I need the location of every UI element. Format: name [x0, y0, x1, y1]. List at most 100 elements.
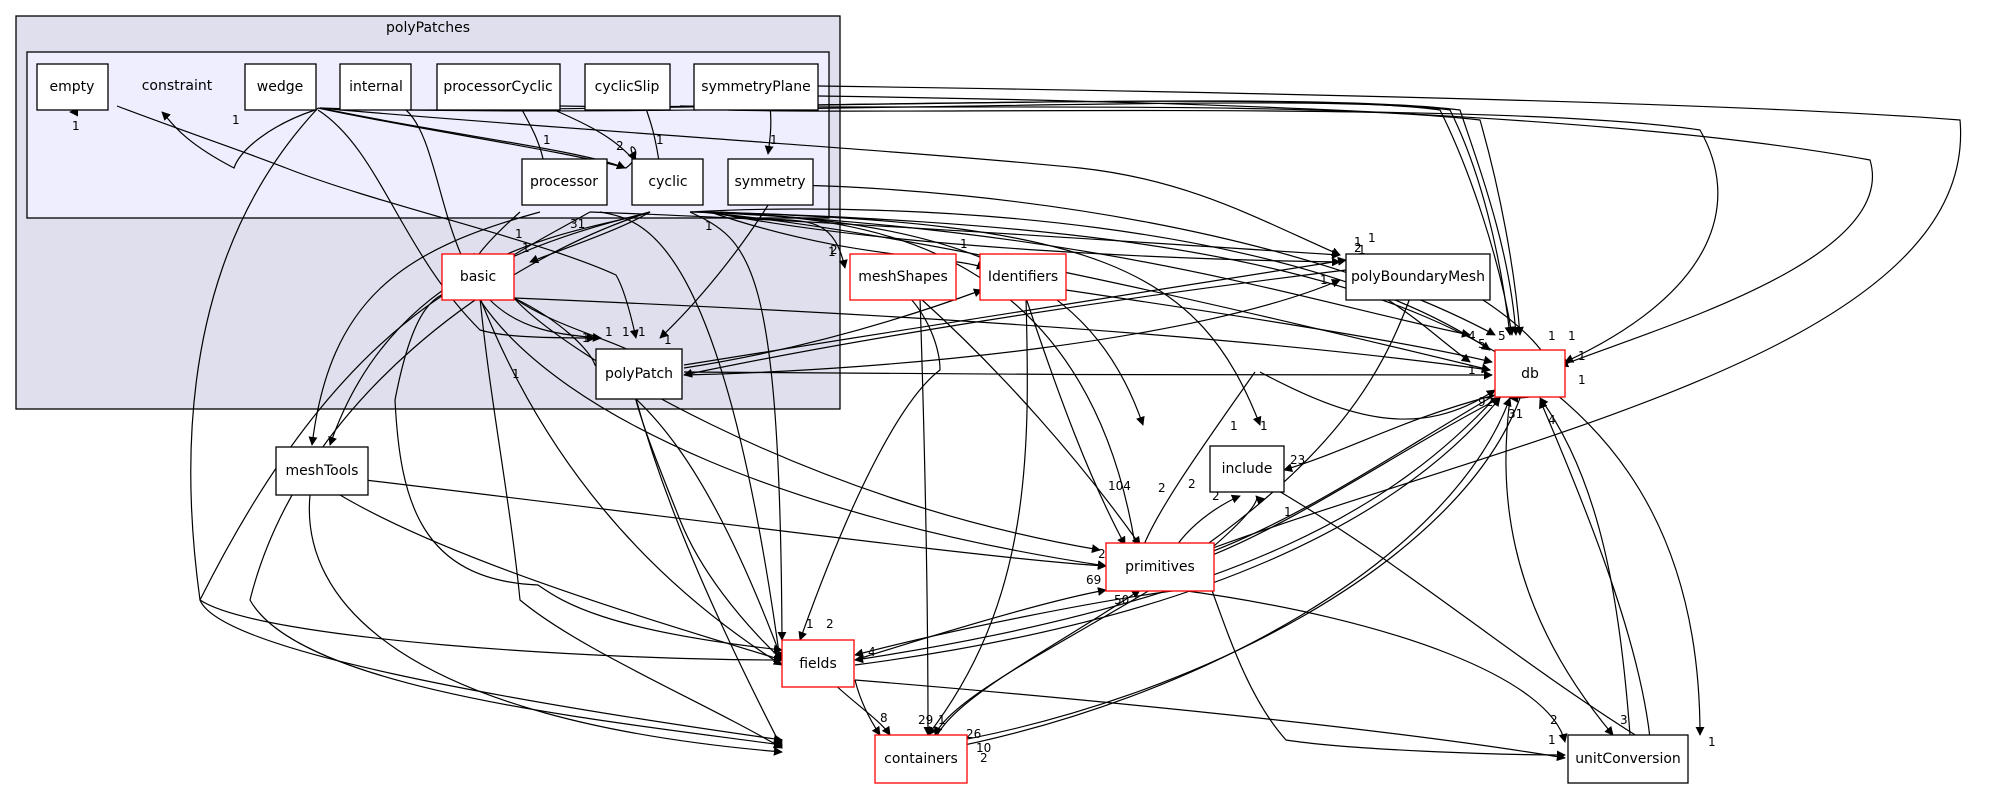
edge-label: 1 [1284, 505, 1292, 519]
node-meshTools[interactable]: meshTools [275, 446, 369, 496]
edge [817, 95, 1873, 368]
node-polyBoundaryMesh[interactable]: polyBoundaryMesh [1345, 253, 1491, 301]
node-fields-label: fields [799, 656, 837, 672]
edge-label: 1 [543, 133, 551, 147]
edge-label: 104 [1108, 479, 1131, 493]
edge [1209, 397, 1501, 557]
edge [513, 297, 1491, 374]
edge [589, 211, 1341, 259]
edge [1259, 371, 1496, 420]
edge [1539, 397, 1631, 736]
node-wedge[interactable]: wedge [244, 63, 317, 111]
edge [919, 297, 1141, 546]
edge-label: 1 [1320, 273, 1328, 287]
edge-label: 1 [512, 367, 520, 381]
node-basic[interactable]: basic [441, 253, 515, 301]
edge [529, 211, 651, 264]
node-primitives[interactable]: primitives [1105, 542, 1215, 592]
edge-label: 26 [966, 727, 981, 741]
edge [934, 589, 1141, 741]
edge-label: 1 [522, 241, 530, 255]
node-cyclicSlip-label: cyclicSlip [595, 79, 660, 95]
edge [479, 299, 1107, 570]
node-db[interactable]: db [1494, 349, 1566, 398]
edge [1199, 394, 1496, 558]
edge [854, 586, 1107, 661]
edge-labels: 1 1 1 2 1 1 1 1 1 1 1 1 31 1 2 1 2 1 1 1… [72, 113, 1716, 765]
edge-label: 10 [976, 741, 991, 755]
edge-label: 69 [1086, 573, 1101, 587]
edge-label: 1 [656, 133, 664, 147]
node-symmetry[interactable]: symmetry [727, 158, 814, 206]
node-containers-label: containers [884, 751, 958, 767]
edge-label: 2 [1550, 713, 1558, 727]
edge-label: 8 [880, 711, 888, 725]
edge [308, 494, 783, 756]
edge-label: 31 [570, 217, 585, 231]
edge-label: 1 [1548, 329, 1556, 343]
node-empty-label: empty [50, 79, 95, 95]
node-symmetryPlane[interactable]: symmetryPlane [693, 63, 819, 111]
edges [69, 85, 1962, 762]
edge-label: 1 [1368, 231, 1376, 245]
node-symmetryPlane-label: symmetryPlane [701, 79, 810, 95]
edge-label: 2 [1098, 547, 1106, 561]
edge-label: 1 [770, 133, 778, 147]
edge-label: 5 [1478, 337, 1486, 351]
node-unitConversion-label: unitConversion [1575, 751, 1681, 767]
edge [319, 107, 1341, 256]
edge [1025, 297, 1126, 546]
node-meshTools-label: meshTools [286, 463, 359, 479]
edge [317, 109, 596, 343]
node-Identifiers[interactable]: Identifiers [979, 253, 1067, 301]
edge [599, 211, 784, 661]
edge-label: 23 [1290, 453, 1305, 467]
node-empty[interactable]: empty [36, 63, 109, 111]
node-internal[interactable]: internal [339, 63, 412, 111]
edge-label: 1 [1468, 363, 1476, 377]
edge [479, 297, 783, 749]
node-meshShapes[interactable]: meshShapes [849, 253, 957, 301]
edge-label: 50 [1114, 593, 1129, 607]
edge [829, 679, 891, 736]
edge-label: 1 [1230, 419, 1238, 433]
edge-label: 1 [638, 325, 646, 339]
node-cyclicSlip[interactable]: cyclicSlip [584, 63, 671, 111]
edge [1137, 371, 1256, 557]
edge [479, 297, 783, 666]
edge-label: 29 [918, 713, 933, 727]
node-polyBoundaryMesh-label: polyBoundaryMesh [1351, 269, 1485, 285]
edge-label: 4 [1548, 413, 1556, 427]
edge [683, 269, 1347, 378]
node-cyclic-label: cyclic [648, 174, 687, 190]
node-unitConversion[interactable]: unitConversion [1567, 734, 1689, 784]
edge [1283, 394, 1496, 472]
edge-label: 1 [1358, 243, 1366, 257]
node-processorCyclic[interactable]: processorCyclic [436, 63, 561, 111]
node-polyPatch[interactable]: polyPatch [595, 348, 683, 400]
edge [339, 494, 783, 662]
node-processor[interactable]: processor [521, 158, 608, 206]
node-containers[interactable]: containers [874, 734, 968, 784]
edge [633, 391, 783, 749]
node-meshShapes-label: meshShapes [858, 269, 948, 285]
node-include[interactable]: include [1209, 445, 1285, 493]
edge-label: 1 [582, 331, 590, 345]
node-fields[interactable]: fields [781, 639, 855, 688]
edge [364, 479, 1107, 571]
edge-label: 2 [616, 139, 624, 153]
edge [719, 211, 1144, 581]
edge [709, 211, 1705, 736]
edge-label: 1 [1354, 235, 1362, 249]
node-basic-label: basic [460, 269, 496, 285]
edge-label: 92 [1478, 395, 1493, 409]
edge-label: 2 [980, 751, 988, 765]
edge [689, 211, 1262, 426]
edge [1259, 479, 1641, 739]
edge [854, 397, 1496, 664]
node-cyclic[interactable]: cyclic [631, 158, 704, 206]
node-processor-label: processor [530, 174, 598, 190]
edge [709, 211, 986, 270]
edge [308, 211, 541, 446]
node-Identifiers-label: Identifiers [988, 269, 1058, 285]
